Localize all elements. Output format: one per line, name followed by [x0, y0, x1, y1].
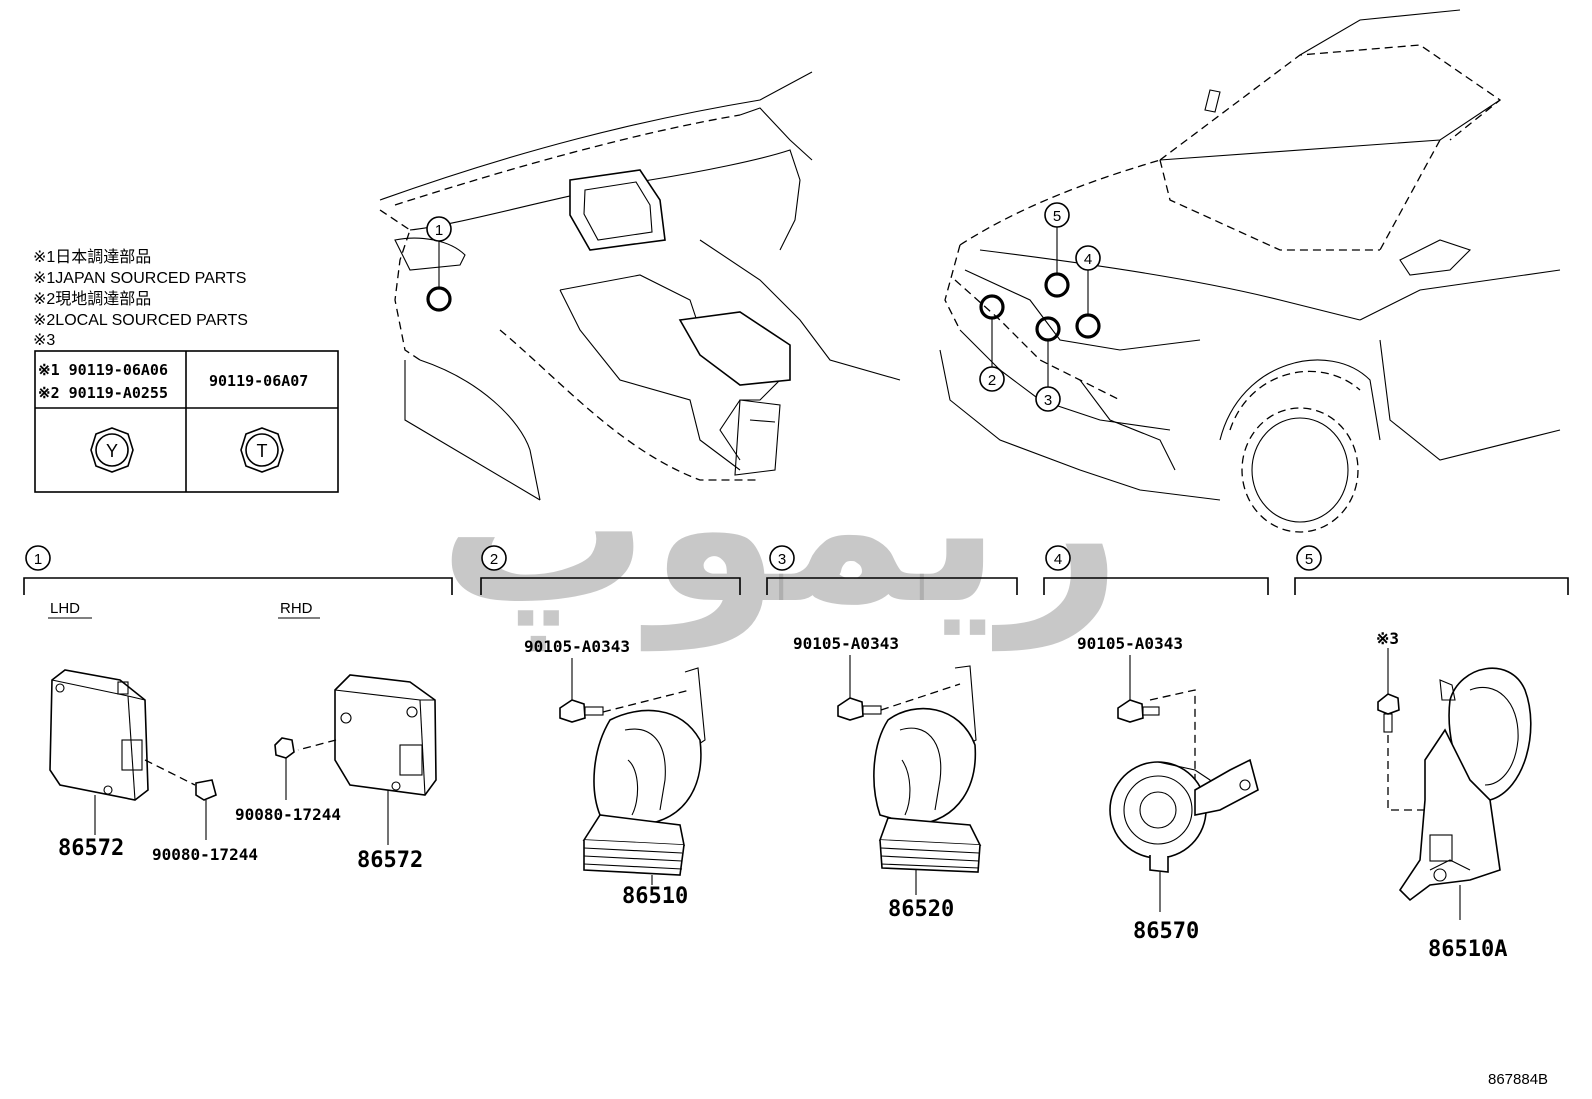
rhd-label: RHD	[280, 600, 313, 617]
note-local-en: ※2LOCAL SOURCED PARTS	[33, 312, 248, 329]
section-5-number: 5	[1305, 551, 1313, 568]
horn-86510-drawing	[559, 658, 706, 885]
lhd-label: LHD	[50, 600, 80, 617]
svg-text:3: 3	[1044, 392, 1052, 409]
callout-1-interior: 1	[426, 216, 452, 242]
part-90105-a0343-s2: 90105-A0343	[524, 637, 630, 656]
table-left-header-1: ※1 90119-06A06	[38, 361, 168, 379]
part-86572-rhd: 86572	[357, 848, 423, 873]
part-86572-lhd: 86572	[58, 836, 124, 861]
svg-text:2: 2	[988, 372, 996, 389]
table-right-header: 90119-06A07	[209, 372, 308, 390]
part-86520: 86520	[888, 897, 954, 922]
t-nut-symbol: T	[257, 441, 268, 461]
svg-text:1: 1	[435, 222, 443, 239]
section-4-header: 4	[1043, 545, 1269, 595]
part-86570: 86570	[1133, 919, 1199, 944]
part-90080-17244-rhd: 90080-17244	[235, 805, 341, 824]
part-note-3-s5: ※3	[1376, 629, 1399, 648]
horn-86570-drawing	[1109, 655, 1259, 912]
horn-86520-drawing	[837, 655, 982, 895]
callout-4-exterior: 4	[1075, 245, 1101, 271]
part-90105-a0343-s4: 90105-A0343	[1077, 634, 1183, 653]
note-3: ※3	[33, 332, 55, 349]
part-86510a: 86510A	[1428, 937, 1507, 962]
exterior-view: 2 3 4 5	[939, 9, 1561, 533]
t-nut-icon: T	[240, 427, 284, 473]
note-japan-jp: ※1日本調達部品	[33, 248, 151, 266]
section-5-header: 5	[1294, 545, 1569, 595]
location-marker-3	[1035, 316, 1061, 342]
svg-text:4: 4	[1084, 251, 1092, 268]
callout-3-exterior: 3	[1035, 386, 1061, 412]
location-marker-5	[1044, 272, 1070, 298]
callout-2-exterior: 2	[979, 366, 1005, 392]
part-86510: 86510	[622, 884, 688, 909]
horn-86510a-drawing	[1377, 648, 1532, 920]
section-1-number: 1	[34, 551, 42, 568]
callout-5-exterior: 5	[1044, 202, 1070, 228]
section-3-number: 3	[778, 551, 786, 568]
location-marker-2	[979, 294, 1005, 320]
location-marker-1	[426, 286, 452, 312]
section-1-header: 1 LHD RHD	[23, 545, 453, 619]
table-left-header-2: ※2 90119-A0255	[38, 384, 168, 402]
y-nut-icon: Y	[90, 427, 134, 473]
section-3-header: 3	[766, 545, 1018, 595]
note-japan-en: ※1JAPAN SOURCED PARTS	[33, 270, 246, 287]
diagram-id: 867884B	[1488, 1071, 1548, 1088]
interior-view: 1	[379, 71, 901, 501]
section-2-number: 2	[490, 551, 498, 568]
watermark-text: ریموپ	[438, 405, 1121, 651]
y-nut-symbol: Y	[106, 441, 118, 461]
note-local-jp: ※2現地調達部品	[33, 290, 151, 308]
part-90080-17244-lhd: 90080-17244	[152, 845, 258, 864]
section-4-number: 4	[1054, 551, 1062, 568]
rhd-control-module-drawing	[274, 674, 437, 845]
svg-text:5: 5	[1053, 208, 1061, 225]
section-2-header: 2	[480, 545, 741, 595]
location-marker-4	[1075, 313, 1101, 339]
notes-block: ※1日本調達部品 ※1JAPAN SOURCED PARTS ※2現地調達部品 …	[33, 248, 248, 349]
part-90105-a0343-s3: 90105-A0343	[793, 634, 899, 653]
lhd-control-module-drawing	[49, 669, 217, 840]
nut-table: ※1 90119-06A06 ※2 90119-A0255 90119-06A0…	[34, 350, 339, 493]
